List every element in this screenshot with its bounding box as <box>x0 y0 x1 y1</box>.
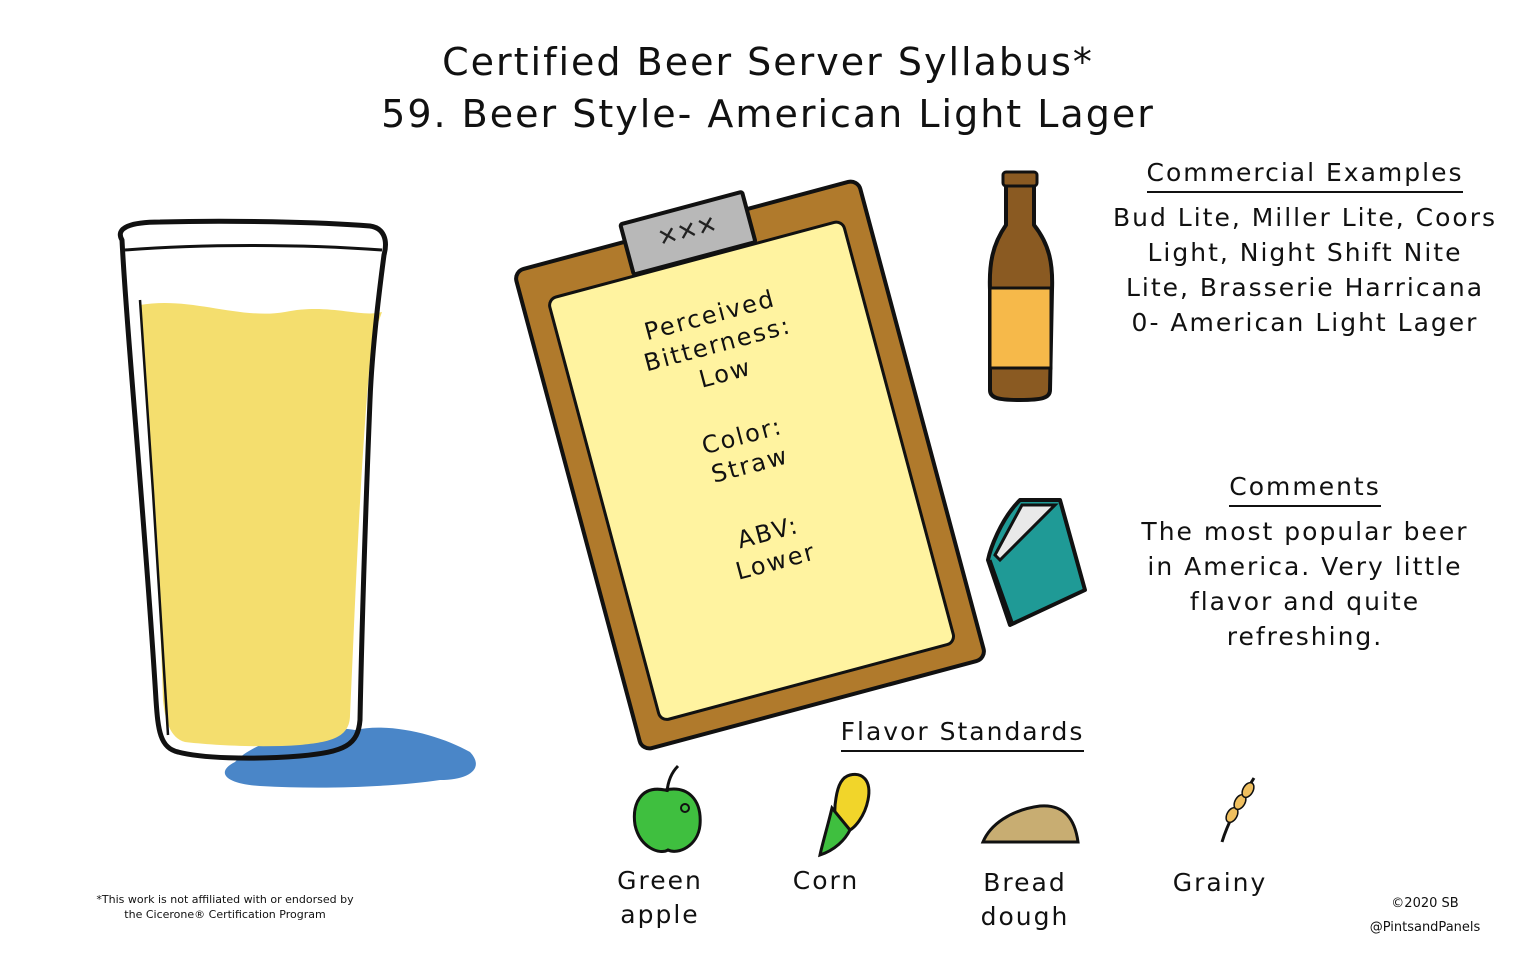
flavor-label-grainy: Grainy <box>1172 868 1268 897</box>
page-title-line-1: Certified Beer Server Syllabus* <box>442 40 1094 84</box>
flavor-label-green-apple-2: apple <box>620 900 700 929</box>
clipboard: ✕✕✕ Perceived Bitterness: Low Color: Str… <box>511 176 989 754</box>
spill-puddle <box>224 727 476 788</box>
commercial-examples-line: 0- American Light Lager <box>1131 308 1479 337</box>
glass-outline <box>117 218 388 761</box>
disclaimer-line-1: *This work is not affiliated with or end… <box>96 893 354 906</box>
green-apple-icon <box>632 764 702 853</box>
grain-icon <box>1220 777 1256 843</box>
social-handle: @PintsandPanels <box>1369 920 1481 935</box>
beer-liquid <box>140 302 382 747</box>
commercial-examples-heading: Commercial Examples <box>1146 158 1464 193</box>
flavor-label-green-apple: Green <box>617 866 703 895</box>
comments-line: in America. Very little <box>1147 552 1463 581</box>
flavor-label-bread-2: dough <box>980 902 1070 931</box>
comments-heading: Comments <box>1229 472 1381 507</box>
commercial-examples-line: Bud Lite, Miller Lite, Coors <box>1112 203 1498 232</box>
disclaimer-line-2: the Cicerone® Certification Program <box>124 908 326 921</box>
flavor-label-corn: Corn <box>792 866 860 895</box>
comments-line: flavor and quite <box>1189 587 1421 616</box>
flavor-label-bread: Bread <box>983 868 1067 897</box>
copyright-text: ©2020 SB <box>1391 896 1459 911</box>
flavor-standards-heading: Flavor Standards <box>840 717 1085 752</box>
comments-line: refreshing. <box>1226 622 1384 651</box>
comments-line: The most popular beer <box>1141 517 1469 546</box>
commercial-examples-line: Light, Night Shift Nite <box>1147 238 1463 267</box>
page-title-line-2: 59. Beer Style- American Light Lager <box>381 92 1155 136</box>
bread-dough-icon <box>980 804 1080 844</box>
corn-icon <box>818 772 871 858</box>
commercial-examples-line: Lite, Brasserie Harricana <box>1125 273 1485 302</box>
